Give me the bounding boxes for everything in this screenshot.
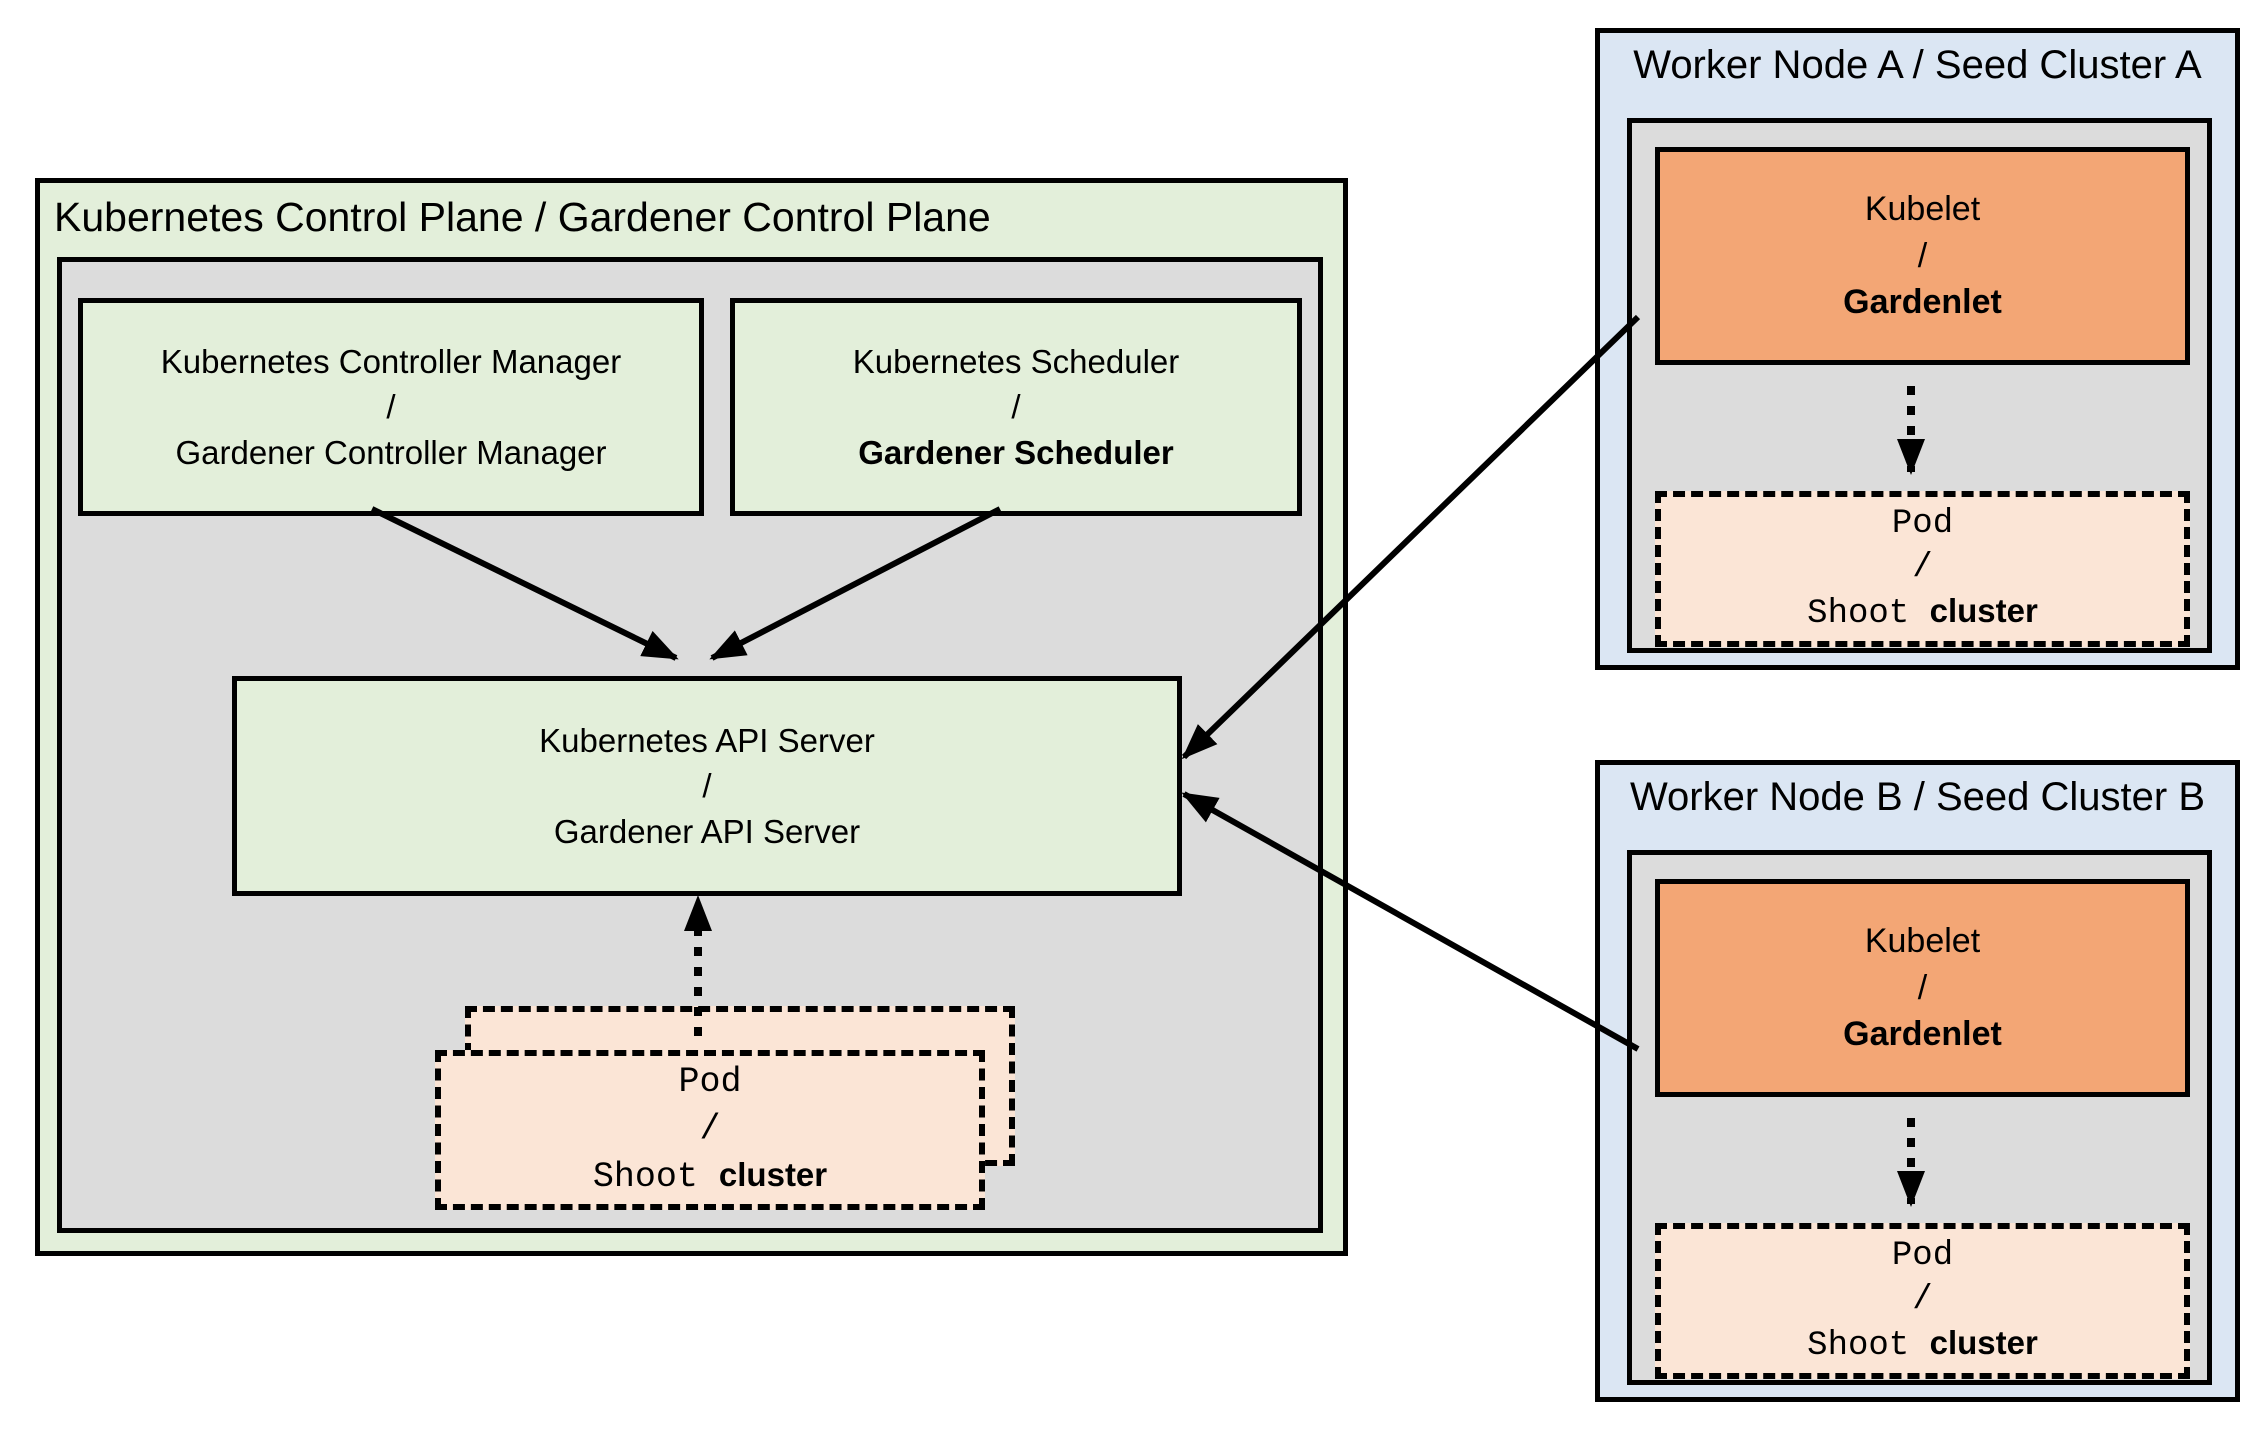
pod-b-shoot-word: Shoot bbox=[1807, 1327, 1910, 1366]
pod-shoot-box-b: Pod / Shoot cluster bbox=[1655, 1223, 2190, 1379]
api-server-line1: Kubernetes API Server bbox=[539, 721, 875, 759]
scheduler-line1: Kubernetes Scheduler bbox=[852, 342, 1180, 380]
worker-node-b-title: Worker Node B / Seed Cluster B bbox=[1629, 775, 2206, 819]
controller-manager-line2: Gardener Controller Manager bbox=[175, 433, 607, 471]
pod-a-line1: Pod bbox=[1891, 504, 1954, 543]
worker-node-a-inner-panel: Kubelet / Gardenlet Pod / Shoot cluster bbox=[1627, 118, 2212, 653]
pod-line1: Pod bbox=[678, 1061, 742, 1102]
kubelet-box-a: Kubelet / Gardenlet bbox=[1655, 147, 2190, 365]
pod-a-shoot-word: Shoot bbox=[1807, 595, 1910, 634]
pod-b-slash: / bbox=[1912, 1280, 1933, 1319]
pod-b-line1: Pod bbox=[1891, 1236, 1954, 1275]
pod-line2: Shoot cluster bbox=[593, 1153, 827, 1201]
pod-shoot-box-a: Pod / Shoot cluster bbox=[1655, 491, 2190, 647]
pod-b-line2: Shoot cluster bbox=[1807, 1322, 2038, 1368]
controller-manager-line1: Kubernetes Controller Manager bbox=[160, 342, 622, 380]
worker-node-b-inner-panel: Kubelet / Gardenlet Pod / Shoot cluster bbox=[1627, 850, 2212, 1385]
pod-shoot-box-front: Pod / Shoot cluster bbox=[435, 1050, 985, 1210]
pod-a-cluster-word: cluster bbox=[1929, 592, 2038, 630]
kubelet-box-b: Kubelet / Gardenlet bbox=[1655, 879, 2190, 1097]
control-plane-inner-panel: Kubernetes Controller Manager / Gardener… bbox=[57, 257, 1323, 1233]
controller-manager-box: Kubernetes Controller Manager / Gardener… bbox=[78, 298, 704, 516]
kubelet-b-slash: / bbox=[1917, 968, 1928, 1007]
worker-node-a-title: Worker Node A / Seed Cluster A bbox=[1633, 43, 2202, 87]
controller-manager-slash: / bbox=[386, 388, 396, 426]
worker-node-b-container: Worker Node B / Seed Cluster B Kubelet /… bbox=[1595, 760, 2240, 1402]
pod-slash: / bbox=[699, 1108, 721, 1149]
pod-cluster-word: cluster bbox=[718, 1156, 828, 1194]
kubelet-a-slash: / bbox=[1917, 236, 1928, 275]
scheduler-box: Kubernetes Scheduler / Gardener Schedule… bbox=[730, 298, 1302, 516]
kubelet-b-line1: Kubelet bbox=[1864, 921, 1981, 960]
scheduler-line2: Gardener Scheduler bbox=[858, 433, 1174, 471]
control-plane-title: Kubernetes Control Plane / Gardener Cont… bbox=[54, 194, 991, 240]
worker-node-a-container: Worker Node A / Seed Cluster A Kubelet /… bbox=[1595, 28, 2240, 670]
api-server-slash: / bbox=[702, 767, 712, 805]
pod-b-cluster-word: cluster bbox=[1929, 1324, 2038, 1362]
pod-shoot-word: Shoot bbox=[592, 1157, 698, 1198]
api-server-line2: Gardener API Server bbox=[553, 812, 861, 850]
kubelet-a-line1: Kubelet bbox=[1864, 189, 1981, 228]
scheduler-slash: / bbox=[1011, 388, 1021, 426]
control-plane-container: Kubernetes Control Plane / Gardener Cont… bbox=[35, 178, 1348, 1256]
pod-a-slash: / bbox=[1912, 548, 1933, 587]
kubelet-b-line2: Gardenlet bbox=[1843, 1015, 2002, 1054]
api-server-box: Kubernetes API Server / Gardener API Ser… bbox=[232, 676, 1182, 896]
pod-a-line2: Shoot cluster bbox=[1807, 590, 2038, 636]
kubelet-a-line2: Gardenlet bbox=[1843, 283, 2002, 322]
